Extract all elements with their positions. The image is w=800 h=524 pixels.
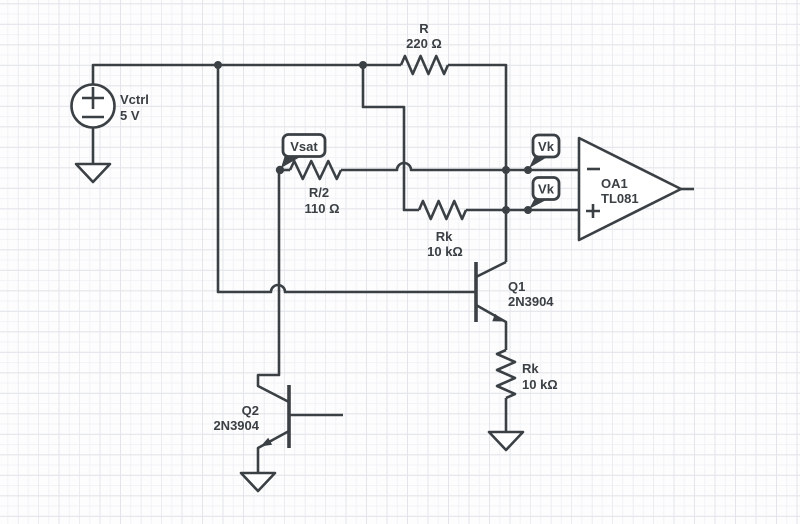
junction-dot <box>359 61 367 69</box>
r-half-value-label: 110 Ω <box>304 201 339 216</box>
component-transistor-q1[interactable]: Q1 2N3904 <box>474 262 554 322</box>
probe-vsat-label: Vsat <box>290 139 318 154</box>
noninverting-input-plus-icon <box>586 204 600 218</box>
probe-pointer <box>281 155 301 168</box>
resistor-zigzag <box>417 199 468 221</box>
vctrl-value-label: 5 V <box>120 108 140 123</box>
rk-top-ref-label: Rk <box>436 229 453 244</box>
q2-ref-label: Q2 <box>242 403 259 418</box>
r-value-label: 220 Ω <box>406 36 442 51</box>
probe-vk-top[interactable]: Vk <box>529 133 561 168</box>
wire-segment-top-rail-right[interactable] <box>448 63 508 262</box>
rk-top-value-label: 10 kΩ <box>427 244 463 259</box>
resistor-zigzag <box>288 159 343 181</box>
wire-segment-rhalf-to-opamp[interactable] <box>341 161 579 172</box>
ground-triangle-icon <box>74 162 112 184</box>
wire-segment-jog-to-rk[interactable] <box>361 65 419 212</box>
component-resistor-rk-top[interactable]: Rk 10 kΩ <box>417 199 468 259</box>
opamp-triangle <box>577 136 683 242</box>
r-half-ref-label: R/2 <box>309 185 329 200</box>
wire-segment-q1-emitter[interactable] <box>475 303 508 350</box>
ground-symbol-vctrl[interactable] <box>74 162 112 184</box>
emitter-arrow-icon <box>260 437 273 447</box>
r-ref-label: R <box>419 21 429 36</box>
ground-symbol-rk[interactable] <box>487 430 525 452</box>
junction-dot <box>214 61 222 69</box>
junction-dot <box>502 166 510 174</box>
probe-vk-top-label: Vk <box>538 139 555 154</box>
probe-vk-bottom-label: Vk <box>538 182 555 197</box>
q1-value-label: 2N3904 <box>508 294 554 309</box>
wire-segment-q2-emitter[interactable] <box>256 429 290 473</box>
component-voltage-source-vctrl[interactable]: Vctrl 5 V <box>70 83 149 129</box>
component-resistor-r-half[interactable]: R/2 110 Ω <box>288 159 343 216</box>
ground-symbol-q2[interactable] <box>239 471 277 493</box>
probe-node-dot <box>524 166 532 174</box>
component-transistor-q2[interactable]: Q2 2N3904 <box>213 385 291 448</box>
component-resistor-rk-bottom[interactable]: Rk 10 kΩ <box>495 348 558 400</box>
rk-bottom-ref-label: Rk <box>522 361 539 376</box>
probe-vk-bottom[interactable]: Vk <box>529 176 561 210</box>
oa1-ref-label: OA1 <box>601 176 628 191</box>
rk-bottom-value-label: 10 kΩ <box>522 377 558 392</box>
junction-dots <box>214 61 532 214</box>
probe-node-dot <box>524 206 532 214</box>
wire-segment-top-rail-left[interactable] <box>91 63 401 84</box>
probe-node-dot <box>275 165 285 175</box>
ground-triangle-icon <box>487 430 525 452</box>
component-resistor-r[interactable]: R 220 Ω <box>399 21 450 76</box>
ground-triangle-icon <box>239 471 277 493</box>
emitter-arrow-icon <box>492 313 504 322</box>
probe-vsat[interactable]: Vsat <box>281 133 327 169</box>
junction-dot <box>502 206 510 214</box>
q1-ref-label: Q1 <box>508 279 525 294</box>
resistor-zigzag <box>495 348 517 400</box>
oa1-value-label: TL081 <box>601 191 639 206</box>
probe-flag-box <box>281 133 327 158</box>
wire-segment-q1-base[interactable] <box>216 65 476 294</box>
wire-segment-q1-collector[interactable] <box>475 260 507 279</box>
wire-net <box>91 63 694 473</box>
probe-flag-box <box>531 133 561 159</box>
vctrl-ref-label: Vctrl <box>120 92 149 107</box>
probe-flag-box <box>531 176 561 201</box>
probe-pointer <box>529 155 549 168</box>
wire-segment-vsat-to-q2[interactable] <box>256 170 290 404</box>
plus-sign-icon <box>82 87 104 109</box>
component-opamp-oa1[interactable]: OA1 TL081 <box>577 136 683 242</box>
q2-value-label: 2N3904 <box>213 418 259 433</box>
resistor-zigzag <box>399 54 450 76</box>
